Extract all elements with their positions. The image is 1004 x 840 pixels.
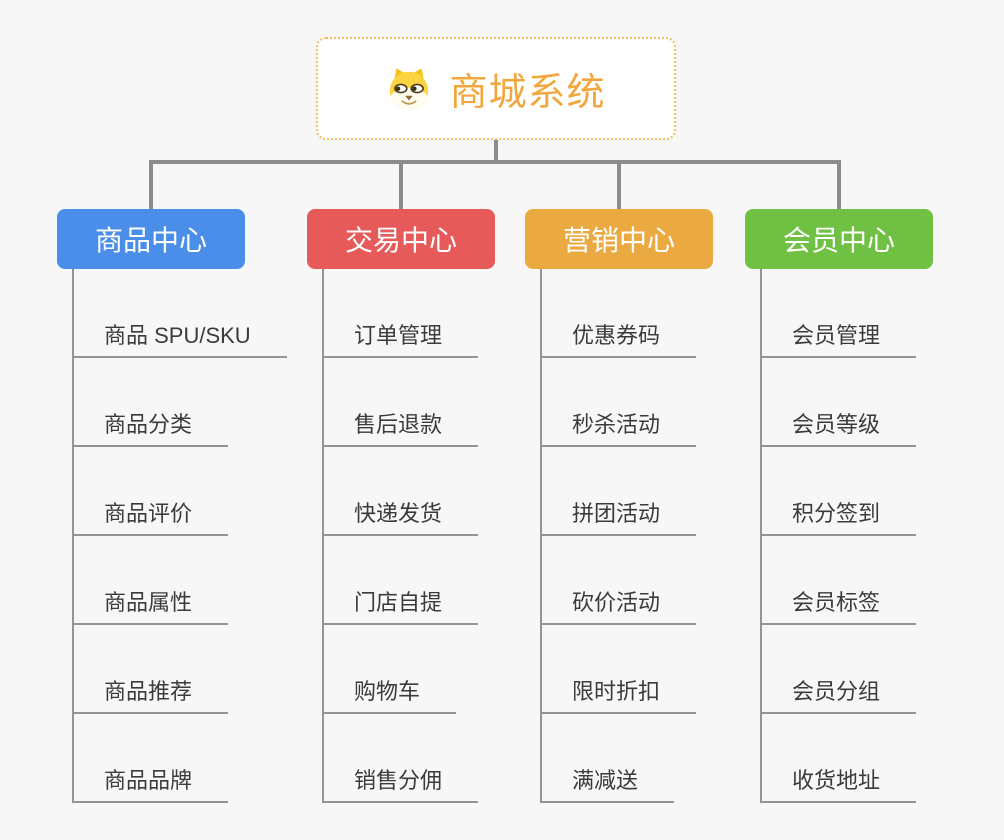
branch-node-member-center[interactable]: 会员中心 xyxy=(745,209,933,269)
leaf-node[interactable]: 商品推荐 xyxy=(72,678,229,714)
leaf-node[interactable]: 会员标签 xyxy=(760,589,917,625)
leaf-node[interactable]: 商品分类 xyxy=(72,411,229,447)
leaf-node[interactable]: 拼团活动 xyxy=(540,500,697,536)
leaf-node[interactable]: 收货地址 xyxy=(760,767,917,803)
branch-node-trade-center[interactable]: 交易中心 xyxy=(307,209,495,269)
leaf-node[interactable]: 售后退款 xyxy=(322,411,479,447)
leaf-node[interactable]: 砍价活动 xyxy=(540,589,697,625)
leaf-node[interactable]: 商品评价 xyxy=(72,500,229,536)
branch-label: 会员中心 xyxy=(782,225,895,256)
leaf-node[interactable]: 限时折扣 xyxy=(540,678,697,714)
connector-spine xyxy=(322,269,324,803)
leaf-node[interactable]: 会员等级 xyxy=(760,411,917,447)
leaf-node[interactable]: 门店自提 xyxy=(322,589,479,625)
connector-line xyxy=(149,162,153,210)
dog-face-icon xyxy=(390,67,429,110)
leaf-node[interactable]: 商品 SPU/SKU xyxy=(72,322,287,358)
branch-node-marketing-center[interactable]: 营销中心 xyxy=(525,209,713,269)
leaf-node[interactable]: 购物车 xyxy=(322,678,457,714)
branch-node-product-center[interactable]: 商品中心 xyxy=(57,209,245,269)
root-node[interactable]: 商城系统 xyxy=(316,37,676,140)
connector-line xyxy=(399,162,403,210)
connector-line xyxy=(149,160,841,164)
leaf-node[interactable]: 满减送 xyxy=(540,767,675,803)
branch-label: 交易中心 xyxy=(344,225,457,256)
leaf-node[interactable]: 快递发货 xyxy=(322,500,479,536)
connector-spine xyxy=(72,269,74,803)
leaf-node[interactable]: 商品属性 xyxy=(72,589,229,625)
root-title: 商城系统 xyxy=(449,72,606,114)
connector-spine xyxy=(760,269,762,803)
connector-line xyxy=(837,162,841,210)
branch-label: 营销中心 xyxy=(562,225,675,256)
leaf-node[interactable]: 订单管理 xyxy=(322,322,479,358)
leaf-node[interactable]: 商品品牌 xyxy=(72,767,229,803)
leaf-node[interactable]: 销售分佣 xyxy=(322,767,479,803)
connector-line xyxy=(617,162,621,210)
branch-label: 商品中心 xyxy=(94,225,207,256)
leaf-node[interactable]: 积分签到 xyxy=(760,500,917,536)
connector-line xyxy=(494,139,498,163)
connector-spine xyxy=(540,269,542,803)
leaf-node[interactable]: 会员管理 xyxy=(760,322,917,358)
leaf-node[interactable]: 会员分组 xyxy=(760,678,917,714)
leaf-node[interactable]: 秒杀活动 xyxy=(540,411,697,447)
leaf-node[interactable]: 优惠券码 xyxy=(540,322,697,358)
